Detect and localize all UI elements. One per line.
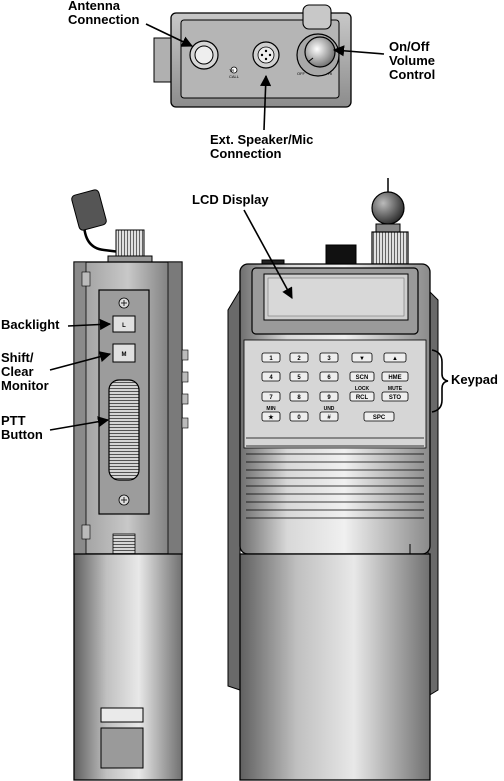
off-marker: OFF	[297, 71, 306, 76]
antenna-cap	[71, 189, 107, 231]
scanner-front-view: 1 2 3 ▼ ▲ 4 5 6 SCN HME LOCK MUTE 7 8 9 …	[228, 178, 438, 780]
ptt-button-label: PTT Button	[1, 414, 43, 442]
antenna-connection-label: Antenna Connection	[68, 0, 140, 27]
lock-label: LOCK	[355, 386, 370, 392]
volume-knob	[305, 37, 335, 67]
keypad-label: Keypad	[451, 373, 498, 387]
ext-speaker-label: Ext. Speaker/Mic Connection	[210, 133, 313, 161]
svg-text:▼: ▼	[359, 356, 365, 362]
onoff-volume-label: On/Off Volume Control	[389, 40, 435, 82]
svg-text:CALL: CALL	[229, 74, 240, 79]
ptt-button	[109, 380, 139, 480]
svg-text:RCL: RCL	[356, 395, 369, 401]
svg-text:SPC: SPC	[373, 415, 386, 421]
svg-text:SCN: SCN	[356, 375, 369, 381]
backlight-label: Backlight	[1, 318, 60, 332]
front-top-block	[326, 245, 356, 265]
side-grip	[113, 534, 135, 554]
mute-label: MUTE	[388, 386, 403, 392]
svg-text:HME: HME	[388, 375, 401, 381]
lcd-display-label: LCD Display	[192, 193, 269, 207]
svg-text:★: ★	[268, 414, 274, 421]
svg-text:▲: ▲	[392, 356, 398, 362]
scanner-side-view: L M	[71, 189, 188, 780]
backlight-button-label: L	[122, 323, 126, 329]
hi-marker: HI	[328, 71, 332, 76]
antenna-ball	[372, 192, 404, 224]
front-volume-knob	[372, 232, 408, 264]
tr-call-label: TR	[229, 68, 234, 73]
min-label: MIN	[266, 406, 276, 412]
monitor-button-label: M	[122, 352, 127, 358]
antenna-stub	[303, 5, 331, 29]
und-label: UND	[324, 406, 335, 412]
svg-text:STO: STO	[389, 395, 402, 401]
top-panel: TR CALL OFF HI	[154, 5, 351, 107]
battery-pack-front	[240, 554, 430, 780]
side-knob	[116, 230, 144, 258]
shift-clear-monitor-label: Shift/ Clear Monitor	[1, 351, 49, 393]
